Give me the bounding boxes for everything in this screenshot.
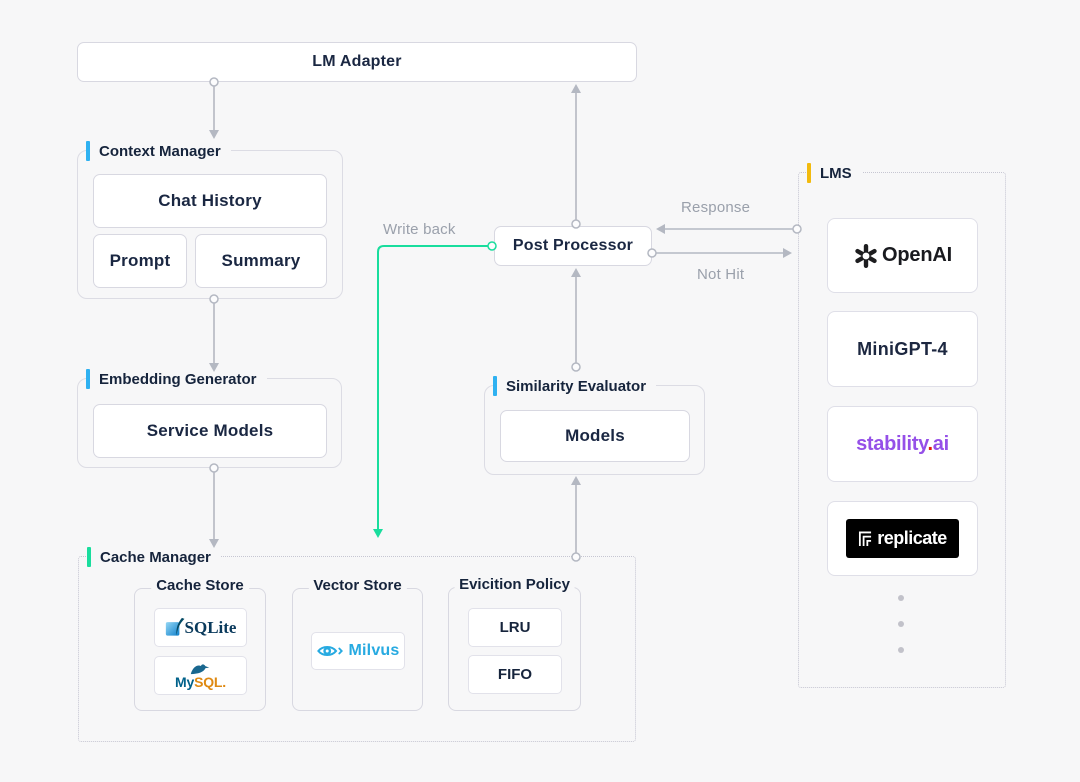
mysql-sql-text: SQL xyxy=(194,673,223,690)
models-node: Models xyxy=(500,410,690,462)
embedding-generator-label: Embedding Generator xyxy=(99,370,257,388)
mysql-label: MySQL. xyxy=(175,675,226,689)
cache-manager-group: Cache Manager Cache Store SQLite xyxy=(78,545,636,742)
similarity-evaluator-header: Similarity Evaluator xyxy=(493,374,657,398)
lms-group: LMS OpenAI MiniGPT-4 stability.ai xyxy=(798,161,1006,688)
replicate-mark-icon xyxy=(859,531,872,546)
stability-name-text: stability xyxy=(856,432,928,455)
openai-logo-icon xyxy=(855,243,877,268)
ellipsis-dot-icon xyxy=(898,595,904,601)
lm-adapter-node: LM Adapter xyxy=(77,42,637,82)
cache-manager-header: Cache Manager xyxy=(87,545,221,569)
summary-label: Summary xyxy=(221,251,301,270)
context-manager-label: Context Manager xyxy=(99,142,221,160)
embedding-generator-group: Embedding Generator Service Models xyxy=(77,367,342,468)
post-processor-node: Post Processor xyxy=(494,226,652,266)
blue-accent-bar-icon xyxy=(86,369,90,389)
yellow-accent-bar-icon xyxy=(807,163,811,183)
arrowhead-down-green-icon xyxy=(373,529,383,538)
arrowhead-up-icon xyxy=(571,476,581,485)
chat-history-label: Chat History xyxy=(158,191,262,210)
minigpt4-node: MiniGPT-4 xyxy=(827,311,978,387)
ellipsis-dot-icon xyxy=(898,621,904,627)
service-models-node: Service Models xyxy=(93,404,327,458)
context-manager-group: Context Manager Chat History Prompt Summ… xyxy=(77,139,343,299)
cache-store-subgroup: Cache Store SQLite MySQL. xyxy=(134,577,266,711)
stability-ai-node: stability.ai xyxy=(827,406,978,482)
sqlite-label: SQLite xyxy=(184,617,237,637)
replicate-label: replicate xyxy=(877,528,947,548)
vector-store-label: Vector Store xyxy=(308,577,407,594)
stability-ai-label: stability.ai xyxy=(856,433,949,456)
post-processor-label: Post Processor xyxy=(512,237,634,254)
green-accent-bar-icon xyxy=(87,547,91,567)
replicate-node: replicate xyxy=(827,501,978,576)
mysql-dot-text: . xyxy=(222,673,226,690)
lms-header: LMS xyxy=(807,161,862,185)
arrowhead-up-icon xyxy=(571,268,581,277)
minigpt4-label: MiniGPT-4 xyxy=(857,338,948,359)
write-back-edge-label: Write back xyxy=(383,221,456,238)
sqlite-logo-icon xyxy=(165,617,184,636)
openai-node: OpenAI xyxy=(827,218,978,293)
blue-accent-bar-icon xyxy=(86,141,90,161)
response-edge-label: Response xyxy=(681,199,751,216)
milvus-node: Milvus xyxy=(311,632,405,670)
embedding-generator-header: Embedding Generator xyxy=(86,367,267,391)
not-hit-edge-label: Not Hit xyxy=(697,266,745,283)
mysql-logo: MySQL. xyxy=(175,663,226,689)
fifo-node: FIFO xyxy=(468,655,562,694)
fifo-label: FIFO xyxy=(497,666,533,683)
cache-store-label: Cache Store xyxy=(151,577,249,594)
similarity-evaluator-group: Similarity Evaluator Models xyxy=(484,374,705,475)
eviction-policy-label: Evicition Policy xyxy=(454,576,575,593)
edge-writeback-postprocessor-to-cachemanager xyxy=(377,245,488,530)
service-models-label: Service Models xyxy=(146,421,274,440)
prompt-node: Prompt xyxy=(93,234,187,288)
arrowhead-left-icon xyxy=(656,224,665,234)
mysql-node: MySQL. xyxy=(154,656,247,695)
chat-history-node: Chat History xyxy=(93,174,327,228)
eviction-policy-subgroup: Evicition Policy LRU FIFO xyxy=(448,576,581,711)
similarity-evaluator-label: Similarity Evaluator xyxy=(506,377,647,395)
lru-label: LRU xyxy=(499,619,531,636)
lm-adapter-label: LM Adapter xyxy=(312,53,402,70)
mysql-my-text: My xyxy=(175,673,195,690)
lms-label: LMS xyxy=(820,164,852,182)
prompt-label: Prompt xyxy=(109,251,171,270)
blue-accent-bar-icon xyxy=(493,376,497,396)
models-label: Models xyxy=(565,426,625,445)
stability-dot-text: . xyxy=(927,432,934,455)
ellipsis-dot-icon xyxy=(898,647,904,653)
replicate-logo: replicate xyxy=(846,519,959,558)
context-manager-header: Context Manager xyxy=(86,139,231,163)
vector-store-subgroup: Vector Store Milvus xyxy=(292,577,423,711)
summary-node: Summary xyxy=(195,234,327,288)
sqlite-node: SQLite xyxy=(154,608,247,647)
cache-manager-label: Cache Manager xyxy=(100,548,211,566)
arrowhead-down-icon xyxy=(209,130,219,139)
mysql-dolphin-icon xyxy=(191,663,210,674)
stability-tld-text: ai xyxy=(932,432,949,455)
lru-node: LRU xyxy=(468,608,562,647)
arrowhead-up-icon xyxy=(571,84,581,93)
openai-label: OpenAI xyxy=(882,244,952,266)
arrowhead-right-icon xyxy=(783,248,792,258)
milvus-label: Milvus xyxy=(348,642,400,659)
connector-dot-icon xyxy=(571,362,581,372)
milvus-eye-icon xyxy=(316,646,343,656)
